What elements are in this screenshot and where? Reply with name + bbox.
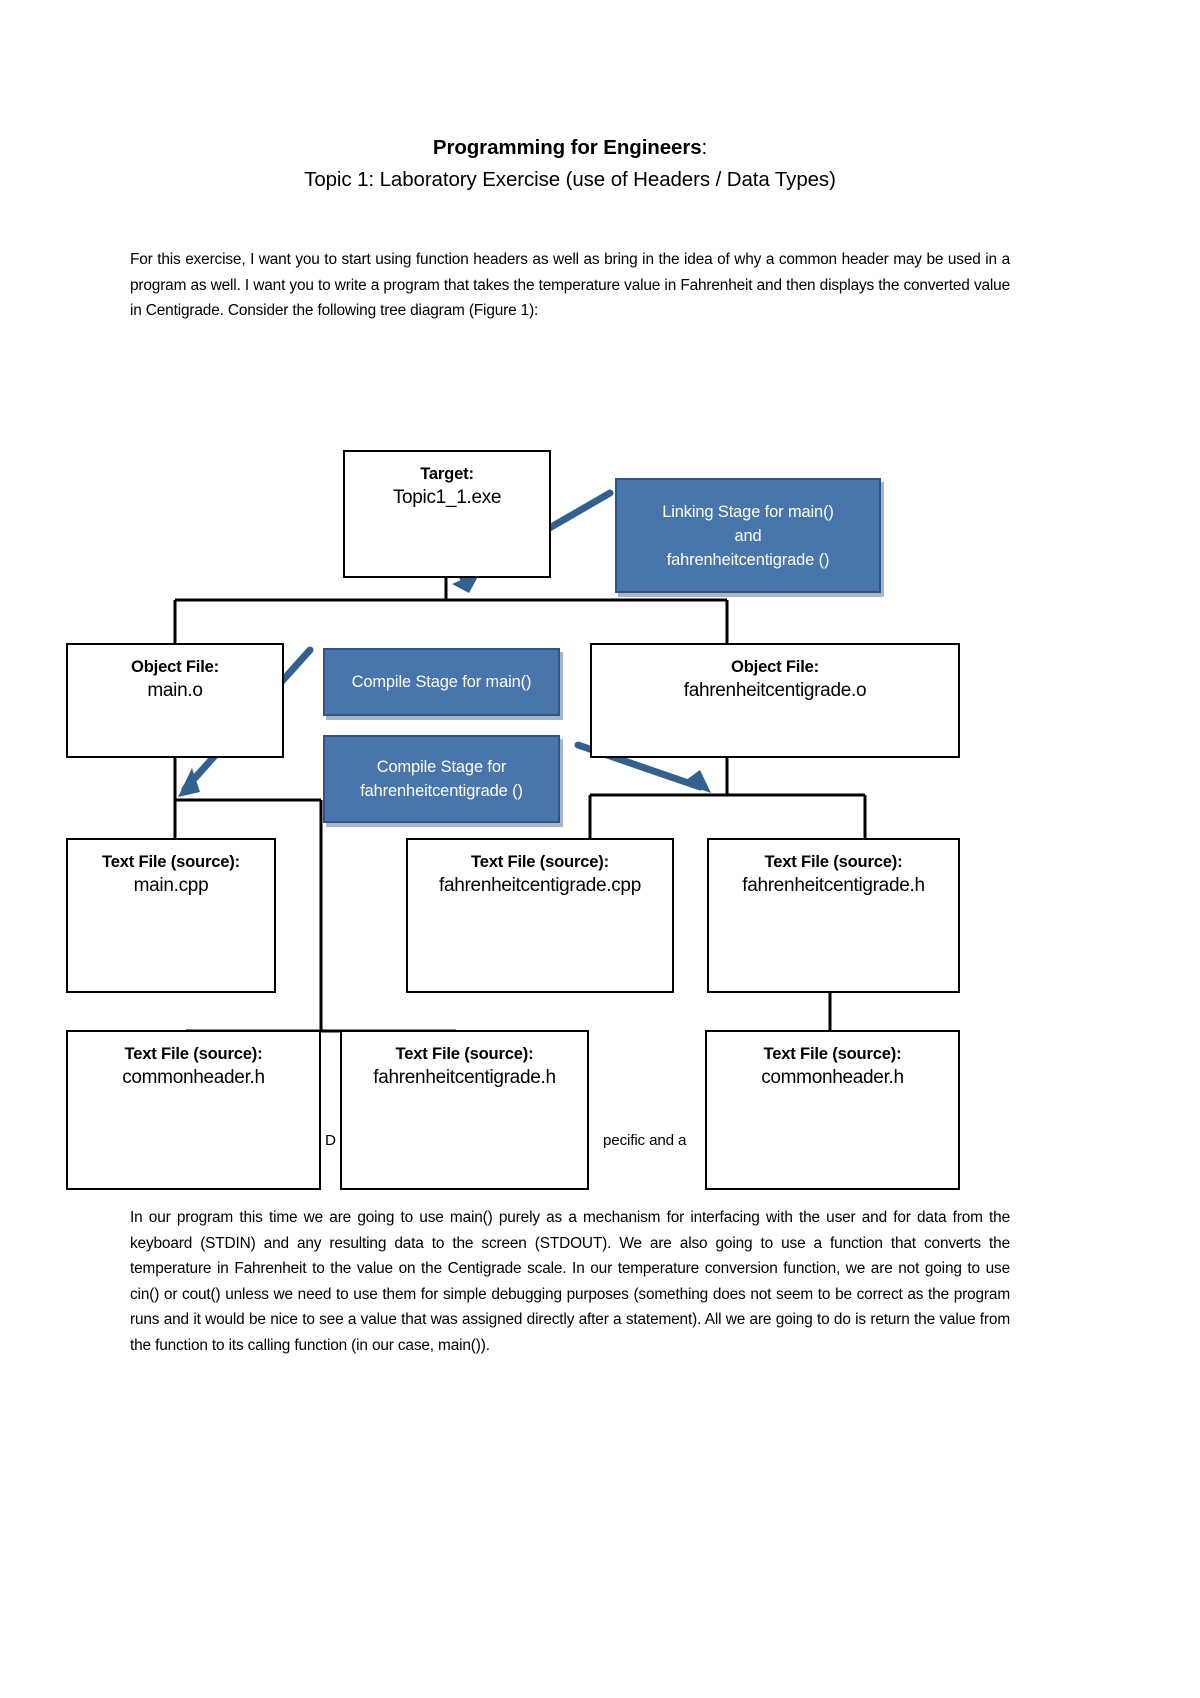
callout-line: fahrenheitcentigrade () (666, 550, 830, 569)
node-object-file-main: Object File: main.o (66, 643, 284, 758)
callout-line: fahrenheitcentigrade () (360, 782, 523, 800)
title-line-1: Programming for Engineers: (130, 133, 1010, 163)
node-filename: fahrenheitcentigrade.cpp (439, 875, 641, 896)
callout-line: Linking Stage for main() (662, 502, 834, 521)
node-header: Text File (source): (471, 852, 609, 871)
node-filename: main.o (147, 680, 203, 701)
callout-compile-stage-fahrenheitcentigrade: Compile Stage for fahrenheitcentigrade (… (323, 735, 560, 823)
callout-line: Compile Stage for main() (351, 673, 532, 691)
node-source-fahrenheitcentigrade-h: Text File (source): fahrenheitcentigrade… (707, 838, 960, 993)
node-filename: fahrenheitcentigrade.h (373, 1067, 556, 1088)
closing-paragraph: In our program this time we are going to… (130, 1209, 1010, 1354)
node-source-fahrenheitcentigrade-cpp: Text File (source): fahrenheitcentigrade… (406, 838, 674, 993)
node-header-fahrenheitcentigrade-h: Text File (source): fahrenheitcentigrade… (340, 1030, 589, 1190)
page-title: Programming for Engineers: Topic 1: Labo… (130, 133, 1010, 197)
node-header: Text File (source): (102, 852, 240, 871)
callout-compile-stage-main: Compile Stage for main() (323, 648, 560, 716)
title-line-2: Topic 1: Laboratory Exercise (use of Hea… (304, 168, 836, 191)
node-header: Object File: (731, 657, 819, 676)
node-header-commonheader-2: Text File (source): commonheader.h (705, 1030, 960, 1190)
node-filename: fahrenheitcentigrade.h (742, 875, 925, 896)
node-header: Object File: (131, 657, 219, 676)
node-header: Text File (source): (763, 1044, 902, 1063)
callout-linking-stage: Linking Stage for main() and fahrenheitc… (615, 478, 881, 593)
callout-line: and (734, 526, 762, 545)
node-filename: commonheader.h (761, 1067, 904, 1088)
node-filename: fahrenheitcentigrade.o (683, 680, 867, 701)
callout-line: Compile Stage for (376, 758, 507, 776)
node-header: Text File (source): (124, 1044, 263, 1063)
node-filename: Topic1_1.exe (392, 487, 502, 508)
title-main: Programming for Engineers (432, 136, 702, 159)
intro-paragraph: For this exercise, I want you to start u… (130, 251, 1010, 320)
title-colon: : (701, 136, 708, 159)
node-header-commonheader-1: Text File (source): commonheader.h (66, 1030, 321, 1190)
node-filename: main.cpp (133, 875, 209, 896)
node-object-file-fahrenheitcentigrade: Object File: fahrenheitcentigrade.o (590, 643, 960, 758)
caption-fragment-left: D (325, 1132, 336, 1149)
caption-fragment-right: pecific and a (603, 1132, 687, 1149)
node-source-main-cpp: Text File (source): main.cpp (66, 838, 276, 993)
node-target: Target: Topic1_1.exe (343, 450, 551, 578)
node-header: Text File (source): (764, 852, 903, 871)
node-header: Target: (420, 464, 474, 483)
node-header: Text File (source): (395, 1044, 534, 1063)
node-filename: commonheader.h (122, 1067, 265, 1088)
